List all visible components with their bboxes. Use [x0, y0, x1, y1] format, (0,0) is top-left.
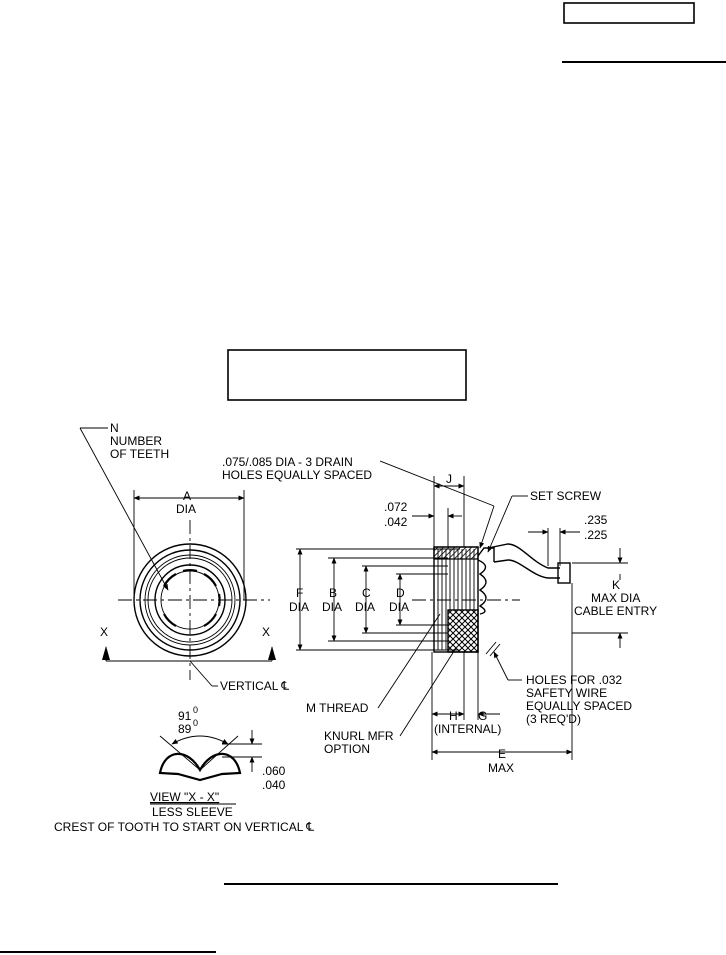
side-view [296, 460, 628, 760]
label-set-screw: SET SCREW [530, 489, 602, 503]
label-c: C [362, 586, 371, 600]
label-j: J [446, 472, 452, 486]
label-k: K [612, 578, 620, 592]
label-c-dia: DIA [355, 600, 375, 614]
label-e-max: MAX [488, 761, 514, 775]
label-knurl-2: OPTION [324, 742, 370, 756]
label-holes-2: SAFETY WIRE [526, 686, 607, 700]
label-h: H [449, 709, 458, 723]
label-f-dia: DIA [289, 600, 309, 614]
label-f: F [296, 586, 303, 600]
label-crest: CREST OF TOOTH TO START ON VERTICAL ℄ [54, 820, 314, 834]
label-g: G [478, 709, 487, 723]
label-235: .235 [584, 513, 608, 527]
label-225: .225 [584, 528, 608, 542]
label-a-dia: DIA [176, 502, 196, 516]
label-max-dia: MAX DIA [591, 591, 640, 605]
front-view [79, 427, 276, 687]
label-x-right: X [262, 625, 270, 639]
label-d-dia: DIA [389, 600, 409, 614]
label-knurl-1: KNURL MFR [324, 729, 394, 743]
label-b: B [329, 586, 337, 600]
label-x-left: X [100, 625, 108, 639]
label-vertical-cl: VERTICAL ℄ [220, 679, 289, 693]
label-m-thread: M THREAD [306, 701, 369, 715]
label-n: N [110, 421, 119, 435]
caption-box [227, 349, 467, 401]
label-072: .072 [384, 500, 408, 514]
label-of-teeth: OF TEETH [110, 447, 169, 461]
label-042: .042 [384, 515, 408, 529]
label-internal: (INTERNAL) [434, 722, 501, 736]
label-holes-3: EQUALLY SPACED [526, 699, 632, 713]
label-drain-2: HOLES EQUALLY SPACED [222, 468, 372, 482]
label-deg-89: 0 [193, 718, 198, 728]
label-b-dia: DIA [322, 600, 342, 614]
label-angle-89: 89 [178, 722, 192, 736]
label-cable-entry: CABLE ENTRY [574, 604, 657, 618]
label-040: .040 [262, 778, 286, 792]
tooth-section-view [158, 730, 262, 782]
label-d: D [396, 586, 405, 600]
label-deg-91: 0 [193, 705, 198, 715]
label-angle-91: 91 [178, 709, 192, 723]
label-holes-4: (3 REQ'D) [526, 712, 581, 726]
label-number: NUMBER [110, 434, 162, 448]
view-title: VIEW "X - X" [150, 790, 219, 804]
label-less-sleeve: LESS SLEEVE [152, 805, 233, 819]
label-holes-1: HOLES FOR .032 [526, 673, 622, 687]
header-box [563, 2, 695, 24]
label-060: .060 [262, 764, 286, 778]
label-drain-1: .075/.085 DIA - 3 DRAIN [222, 455, 353, 469]
label-e: E [498, 747, 506, 761]
label-a: A [183, 489, 191, 503]
